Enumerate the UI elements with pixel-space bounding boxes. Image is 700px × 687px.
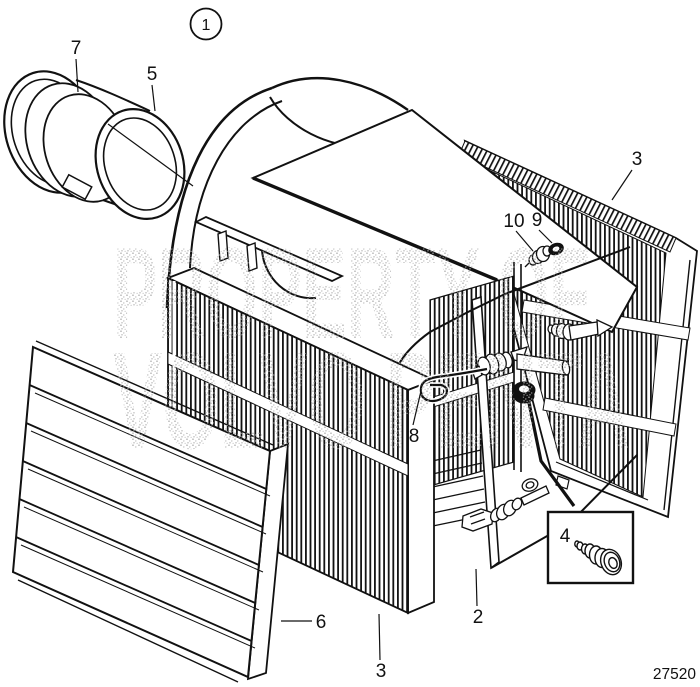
grommet-detail-leader [526, 397, 576, 507]
leader-10 [515, 230, 534, 252]
screw-item-10 [524, 245, 552, 268]
housing-tab-2 [246, 242, 258, 272]
latch-lower [461, 478, 550, 532]
detail-box-item-4 [546, 510, 635, 585]
callouts: 1 7 5 3 10 9 8 6 3 2 4 27520 [71, 7, 696, 683]
housing-inlet-arc [261, 249, 317, 300]
leader-9 [538, 229, 553, 244]
mounting-pin-upper [547, 318, 614, 341]
leader-3-bottom [378, 613, 381, 661]
callout-6: 6 [316, 612, 327, 633]
louvered-grille [11, 340, 290, 683]
watermark: PROPERTY OF VOLVO PENTA [113, 220, 630, 478]
leader-3-top [611, 169, 633, 201]
housing-collar-inner [189, 100, 283, 269]
housing-dome [271, 77, 409, 111]
housing-lip [193, 216, 345, 282]
callout-4: 4 [560, 526, 571, 547]
callout-3-top: 3 [632, 149, 643, 170]
hose-opening [102, 117, 178, 211]
grille-bottom-lip [17, 579, 239, 683]
callout-7: 7 [71, 38, 82, 59]
leader-2 [475, 568, 478, 607]
grille-top-face-edge [35, 340, 274, 446]
right-filter-side-edge [663, 259, 691, 511]
callout-9: 9 [532, 210, 543, 231]
housing-tab-1 [217, 230, 229, 262]
callout-5: 5 [147, 64, 158, 85]
callout-8: 8 [409, 426, 420, 447]
housing-lid-edge [252, 176, 498, 282]
washer-item-9 [548, 242, 564, 256]
housing-collar-outer [165, 86, 273, 309]
right-filter-crossbar-2 [542, 397, 677, 437]
hose-top-line [75, 79, 151, 112]
callout-2: 2 [473, 607, 484, 628]
callout-3-bottom: 3 [376, 661, 387, 682]
hose-right-rim [94, 108, 186, 220]
intake-hose-assembly [3, 70, 194, 220]
right-filter-bottom-edge [555, 461, 649, 501]
grille-slats [15, 384, 267, 642]
watermark-line-2: VOLVO PENTA [113, 324, 630, 478]
leader-8 [412, 390, 422, 426]
reference-circle [189, 7, 223, 41]
leader-5 [151, 84, 156, 112]
reference-number: 1 [202, 17, 211, 34]
callout-10: 10 [503, 211, 524, 232]
drawing-number: 27520 [653, 666, 696, 683]
alignment-line [107, 123, 194, 187]
watermark-line-1: PROPERTY OF [113, 220, 590, 366]
grille-face [11, 345, 272, 679]
grille-slat-folds [20, 392, 271, 649]
grommet [512, 381, 536, 404]
rubber-plug [574, 540, 623, 576]
hardware [418, 242, 614, 532]
leader-7 [75, 58, 79, 93]
clamp-screw-housing [61, 173, 93, 201]
front-filter-crossbar [167, 351, 409, 477]
